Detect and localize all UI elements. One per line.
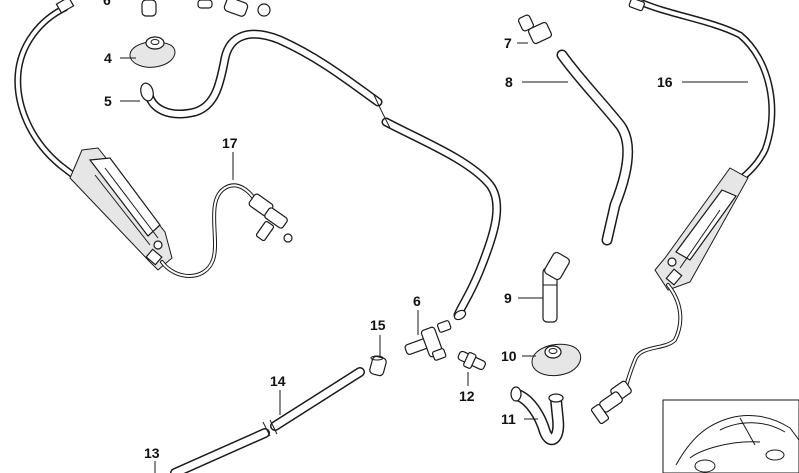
left-hose-assembly [14, 0, 257, 278]
part-7-connector [517, 14, 553, 45]
part-6-t-connector [404, 320, 452, 361]
part-11-elbow-hose [510, 386, 565, 446]
callout-10: 10 [501, 348, 517, 364]
callout-6: 6 [413, 293, 421, 309]
right-hose-assembly [590, 0, 776, 425]
part-8-hose [556, 49, 634, 246]
part-15-sleeve [369, 355, 387, 377]
callout-6-top: 6 [103, 0, 111, 8]
part-10-grommet [531, 343, 582, 377]
right-nozzle-bracket [654, 167, 749, 291]
part-4-grommet [129, 36, 176, 68]
callout-16: 16 [657, 74, 673, 90]
leader-lines [120, 42, 748, 473]
left-nozzle-bracket [69, 147, 173, 271]
callout-13: 13 [144, 445, 160, 461]
part-5-hose [140, 29, 502, 321]
callout-17: 17 [222, 135, 238, 151]
callout-5: 5 [104, 93, 112, 109]
callout-15: 15 [370, 317, 386, 333]
part-17-connector [248, 193, 293, 243]
callout-12: 12 [459, 388, 475, 404]
callout-9: 9 [504, 290, 512, 306]
part-12-connector [457, 350, 486, 371]
top-small-parts [141, 0, 271, 17]
callout-4: 4 [104, 50, 112, 66]
hose-end-cap [55, 0, 75, 14]
callout-7: 7 [504, 35, 512, 51]
callout-11: 11 [501, 411, 516, 427]
car-location-inset [662, 399, 799, 473]
part-14-hose [170, 367, 365, 473]
callout-8: 8 [505, 74, 513, 90]
part-9-hose-piece [542, 251, 570, 323]
callout-14: 14 [270, 373, 286, 389]
